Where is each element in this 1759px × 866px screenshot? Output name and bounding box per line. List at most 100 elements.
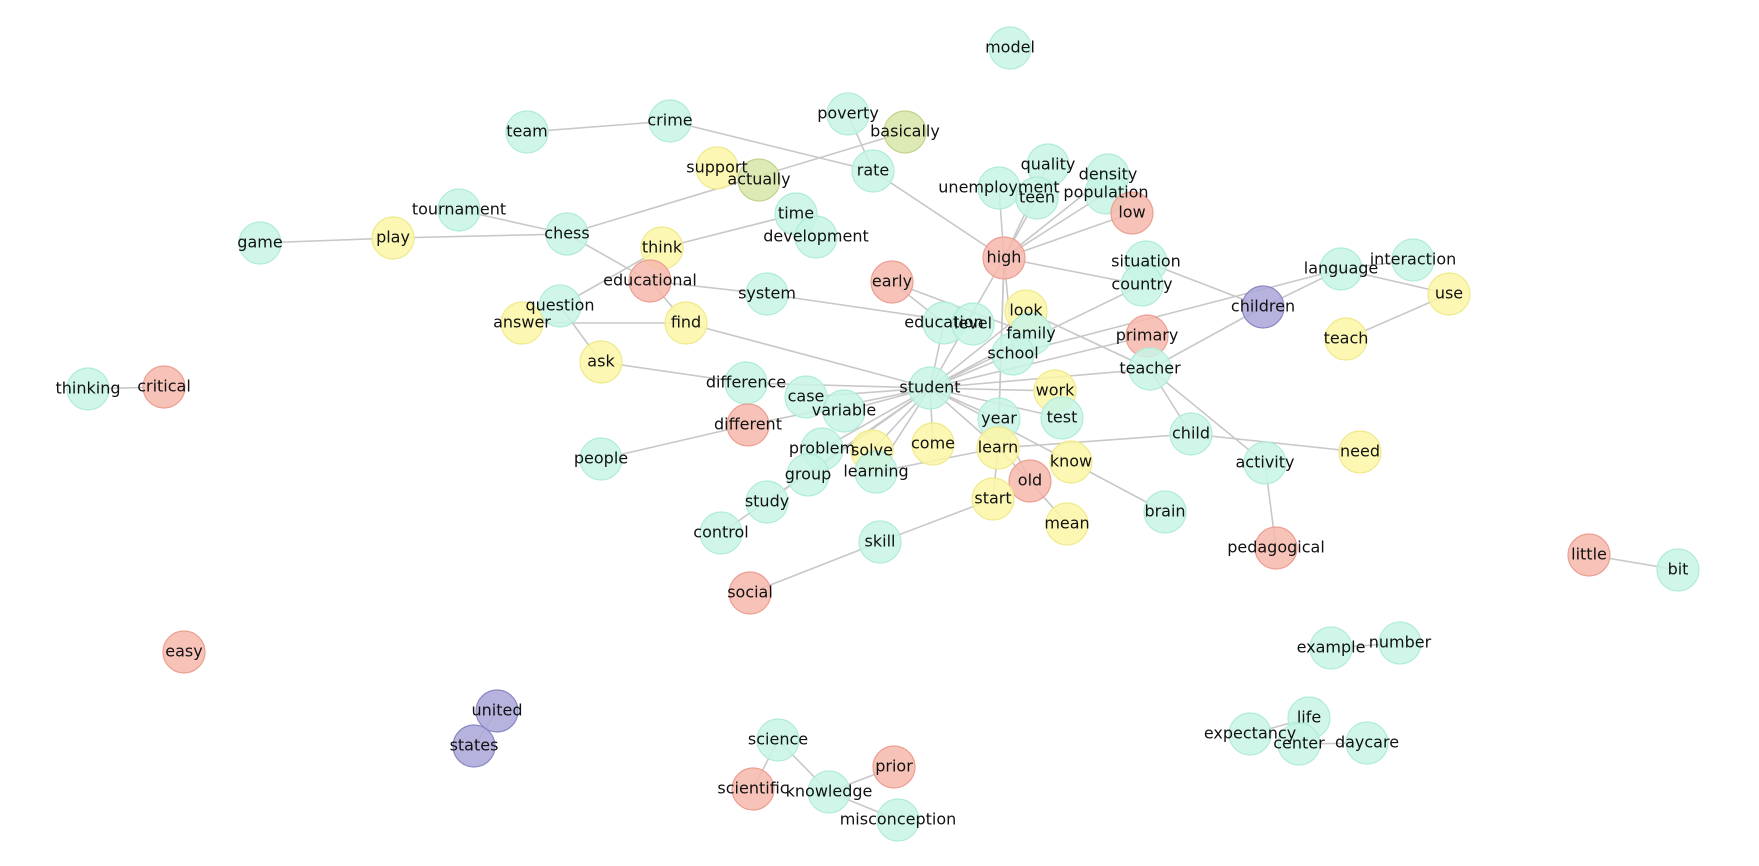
node-circle-different [726, 403, 770, 447]
node-activity[interactable] [1243, 441, 1287, 485]
node-level[interactable] [951, 302, 995, 346]
node-teacher[interactable] [1128, 347, 1172, 391]
node-tournament[interactable] [437, 188, 481, 232]
node-mean[interactable] [1045, 502, 1089, 546]
node-easy[interactable] [162, 630, 206, 674]
node-study[interactable] [745, 480, 789, 524]
node-support[interactable] [695, 146, 739, 190]
node-label-tournament: tournament [412, 200, 506, 219]
node-know[interactable] [1049, 440, 1093, 484]
node-low[interactable] [1110, 191, 1154, 235]
node-daycare[interactable] [1345, 721, 1389, 765]
node-united[interactable] [475, 689, 519, 733]
node-come[interactable] [911, 422, 955, 466]
node-label-activity: activity [1236, 453, 1295, 472]
node-circle-example [1309, 626, 1353, 670]
node-educational[interactable] [628, 259, 672, 303]
node-states[interactable] [452, 724, 496, 768]
node-children[interactable] [1241, 285, 1285, 329]
node-prior[interactable] [872, 745, 916, 789]
node-social[interactable] [728, 571, 772, 615]
edge-crime-rate [669, 120, 874, 172]
edge-rate-high [872, 170, 1005, 259]
node-variable[interactable] [822, 389, 866, 433]
node-circle-social [728, 571, 772, 615]
node-poverty[interactable] [826, 92, 870, 136]
node-label-united: united [472, 701, 523, 720]
node-critical[interactable] [142, 365, 186, 409]
node-little[interactable] [1567, 533, 1611, 577]
node-number[interactable] [1378, 621, 1422, 665]
node-label-problem: problem [789, 439, 855, 458]
node-brain[interactable] [1143, 490, 1187, 534]
node-learning[interactable] [854, 450, 898, 494]
node-knowledge[interactable] [807, 770, 851, 814]
node-case[interactable] [784, 375, 828, 419]
node-find[interactable] [664, 301, 708, 345]
node-circle-answer [500, 301, 544, 345]
edge-find-student [685, 322, 931, 389]
node-science[interactable] [756, 718, 800, 762]
node-bit[interactable] [1656, 548, 1700, 592]
node-group[interactable] [786, 453, 830, 497]
node-circle-brain [1143, 490, 1187, 534]
node-old[interactable] [1008, 459, 1052, 503]
node-circle-easy [162, 630, 206, 674]
node-circle-control [699, 511, 743, 555]
node-circle-student [908, 366, 952, 410]
node-teach[interactable] [1324, 317, 1368, 361]
node-label-teen: teen [1019, 188, 1055, 207]
node-chess[interactable] [545, 212, 589, 256]
node-team[interactable] [505, 110, 549, 154]
node-control[interactable] [699, 511, 743, 555]
node-model[interactable] [988, 26, 1032, 70]
node-example[interactable] [1309, 626, 1353, 670]
node-scientific[interactable] [731, 767, 775, 811]
node-early[interactable] [870, 260, 914, 304]
node-circle-know [1049, 440, 1093, 484]
node-learn[interactable] [976, 426, 1020, 470]
node-school[interactable] [991, 332, 1035, 376]
node-people[interactable] [579, 437, 623, 481]
node-development[interactable] [794, 215, 838, 259]
node-child[interactable] [1169, 412, 1213, 456]
node-label-low: low [1118, 203, 1145, 222]
node-label-control: control [693, 523, 748, 542]
node-interaction[interactable] [1391, 238, 1435, 282]
node-different[interactable] [726, 403, 770, 447]
node-system[interactable] [745, 272, 789, 316]
node-basically[interactable] [883, 110, 927, 154]
node-label-work: work [1036, 381, 1075, 400]
node-label-solve: solve [851, 441, 893, 460]
node-skill[interactable] [858, 520, 902, 564]
node-thinking[interactable] [66, 367, 110, 411]
node-answer[interactable] [500, 301, 544, 345]
node-play[interactable] [371, 216, 415, 260]
node-need[interactable] [1338, 430, 1382, 474]
node-pedagogical[interactable] [1254, 526, 1298, 570]
node-question[interactable] [538, 284, 582, 328]
node-country[interactable] [1120, 263, 1164, 307]
node-ask[interactable] [579, 340, 623, 384]
node-high[interactable] [982, 236, 1026, 280]
node-rate[interactable] [851, 149, 895, 193]
node-language[interactable] [1319, 247, 1363, 291]
node-teen[interactable] [1015, 176, 1059, 220]
node-label-crime: crime [647, 111, 692, 130]
node-center[interactable] [1277, 722, 1321, 766]
node-expectancy[interactable] [1228, 712, 1272, 756]
node-start[interactable] [971, 477, 1015, 521]
node-actually[interactable] [737, 158, 781, 202]
node-circle-children [1241, 285, 1285, 329]
node-label-thinking: thinking [55, 379, 120, 398]
node-misconception[interactable] [876, 798, 920, 842]
node-circle-people [579, 437, 623, 481]
node-label-social: social [727, 583, 773, 602]
node-game[interactable] [238, 221, 282, 265]
node-circle-poverty [826, 92, 870, 136]
node-test[interactable] [1040, 396, 1084, 440]
node-student[interactable] [908, 366, 952, 410]
node-crime[interactable] [648, 99, 692, 143]
node-label-situation: situation [1111, 252, 1181, 271]
node-use[interactable] [1427, 272, 1471, 316]
